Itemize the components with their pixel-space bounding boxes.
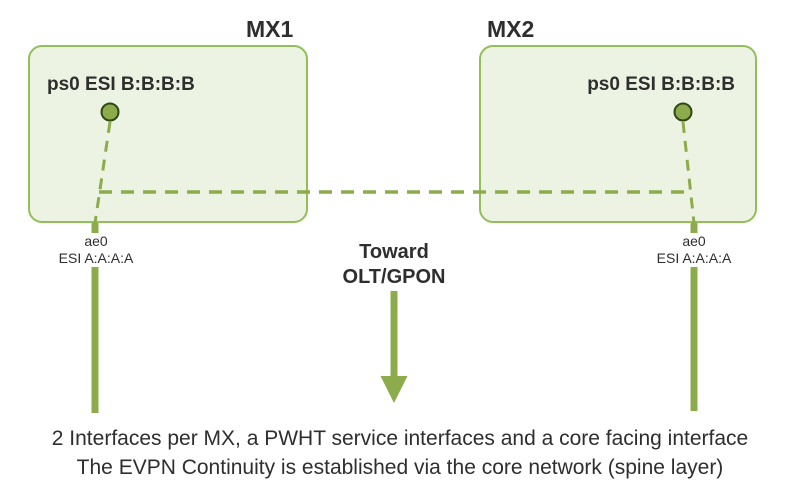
mx1-ae0-port-label: ae0 ESI A:A:A:A (46, 233, 146, 267)
mx1-title: MX1 (246, 16, 294, 42)
mx1-router-box (28, 45, 308, 223)
toward-olt-label-line2: OLT/GPON (342, 266, 446, 288)
toward-olt-down-arrow-icon (380, 291, 408, 403)
mx1-ae0-port-esi: ESI A:A:A:A (58, 250, 134, 266)
mx1-ae0-port-name: ae0 (84, 233, 108, 249)
toward-olt-label: Toward OLT/GPON (309, 240, 479, 290)
toward-olt-label-line1: Toward (359, 241, 429, 263)
mx2-router-box (479, 45, 757, 223)
mx2-ae0-port-name: ae0 (682, 233, 706, 249)
mx2-title: MX2 (487, 16, 535, 42)
caption-line2: The EVPN Continuity is established via t… (76, 456, 724, 479)
mx2-ps0-esi-label: ps0 ESI B:B:B:B (587, 74, 735, 95)
diagram-caption: 2 Interfaces per MX, a PWHT service inte… (0, 424, 800, 482)
mx2-ae0-port-label: ae0 ESI A:A:A:A (644, 233, 744, 267)
mx1-ps0-esi-label: ps0 ESI B:B:B:B (47, 74, 195, 95)
caption-line1: 2 Interfaces per MX, a PWHT service inte… (51, 427, 749, 450)
mx2-ae0-port-esi: ESI A:A:A:A (656, 250, 732, 266)
